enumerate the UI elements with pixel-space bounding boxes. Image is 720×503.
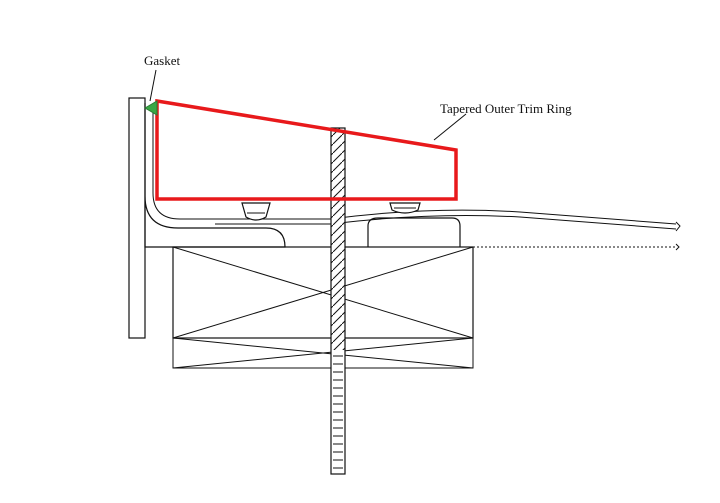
wall-flange — [144, 103, 286, 248]
reference-line-tick — [675, 243, 680, 251]
gasket-label: Gasket — [144, 53, 181, 68]
lower-box — [172, 337, 474, 369]
ceiling-sheet-bottom — [215, 215, 677, 230]
threaded-rod-hatch — [331, 128, 345, 350]
gasket-shape — [144, 100, 158, 116]
ceiling-sheet-edge — [675, 221, 681, 232]
right-block — [367, 217, 461, 247]
trim-ring-leader-line — [433, 113, 467, 141]
housing-cross-b — [172, 246, 474, 339]
gasket-leader-line — [149, 69, 157, 102]
trim-ring-label: Tapered Outer Trim Ring — [440, 101, 572, 116]
trim-ring-outline — [155, 98, 458, 201]
rod-thread-ticks — [333, 355, 343, 469]
clip-left — [241, 202, 271, 221]
wall-jamb — [128, 97, 146, 339]
lower-cross-b — [172, 337, 474, 369]
ceiling-sheet-top — [215, 209, 677, 225]
flange-inner-curve — [152, 103, 215, 220]
